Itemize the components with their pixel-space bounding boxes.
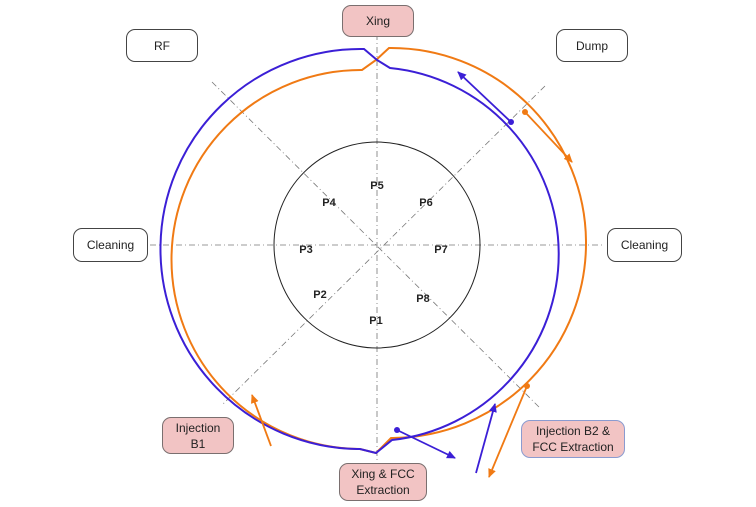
injection-b2-label: Injection B2 & FCC Extraction [521,420,625,458]
injection-b1-line1: Injection [175,420,221,435]
xing-top-text: Xing [365,14,391,28]
beam2-extraction-arrow [488,385,528,478]
point-label-p2: P2 [313,289,326,301]
xing-bottom-line2: Extraction [356,483,410,497]
inner-ring [273,141,481,349]
point-label-p4: P4 [322,197,336,209]
point-label-p8: P8 [416,293,429,305]
xing-top-label: Xing [342,5,414,37]
point-label-p5: P5 [370,180,383,192]
beam1-extraction-kicker [394,427,400,433]
cleaning-left-label: Cleaning [73,228,148,262]
beam1-dump-kicker [508,119,514,125]
point-label-p7: P7 [434,244,447,256]
injection-b1-label: Injection B1 [162,417,234,454]
injection-b2-line1: Injection B2 & [535,424,611,438]
dump-label: Dump [556,29,628,62]
beam1-dump-arrow [457,71,512,123]
injection-b1-line2: B1 [190,436,206,451]
beam2-dump-kicker [522,109,528,115]
dump-text: Dump [575,38,608,53]
cleaning-right-text: Cleaning [620,238,669,252]
beam2-dump-arrow [524,111,573,163]
guide-lines [150,34,604,466]
cleaning-left-text: Cleaning [86,238,135,252]
xing-bottom-label: Xing & FCC Extraction [339,463,427,501]
rf-text: RF [154,38,170,53]
beam1-arrows [396,71,512,474]
beam2-extraction-kicker [524,383,530,389]
beam2-injection-b1-arrow [251,394,272,447]
xing-bottom-line1: Xing & FCC [351,467,415,481]
beam1-ring [159,47,560,455]
injection-b2-line2: FCC Extraction [532,440,614,454]
rf-label: RF [126,29,198,62]
point-label-p6: P6 [419,197,432,209]
beam1-extraction-arrow [396,429,456,459]
beam1-injection-arrow-right [475,403,497,474]
point-labels: P5 P4 P6 P3 P7 P2 P8 P1 [299,180,447,327]
point-label-p3: P3 [299,244,312,256]
beam2-arrows [251,111,573,478]
cleaning-right-label: Cleaning [607,228,682,262]
point-label-p1: P1 [369,315,382,327]
guide-diagonal-ne-sw [221,85,546,406]
beam2-ring [170,46,587,455]
